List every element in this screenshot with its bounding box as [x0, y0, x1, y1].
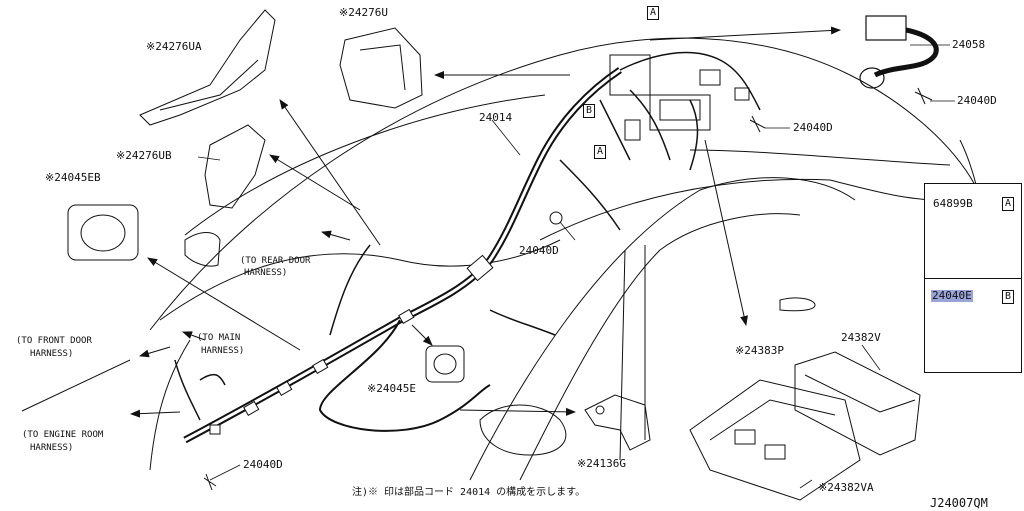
label-24136G: ※24136G [577, 457, 626, 470]
callout-main-line2: HARNESS) [201, 346, 245, 356]
label-24382V: 24382V [841, 331, 881, 344]
part-24383P-drawing [689, 379, 861, 501]
bolt-drawings [203, 87, 933, 491]
part-24045EB-drawing [67, 204, 139, 261]
label-24040D-mid: 24040D [793, 121, 833, 134]
label-24382VA: ※24382VA [818, 481, 874, 494]
legend-code-24040E: 24040E [931, 289, 973, 302]
part-24136G-drawing [584, 394, 651, 451]
callout-engine-room-line1: (TO ENGINE ROOM [22, 430, 104, 440]
legend-ref-b: B [1002, 290, 1014, 304]
part-24276U-drawing [339, 27, 423, 109]
marker-a-lower: A [594, 145, 606, 159]
legend-code-64899B: 64899B [933, 197, 973, 210]
pointer-arrows [130, 26, 841, 418]
label-24276UA: ※24276UA [146, 40, 202, 53]
leader-lines [197, 44, 955, 489]
label-24276U: ※24276U [339, 6, 388, 19]
label-24058: 24058 [952, 38, 986, 51]
label-24045E: ※24045E [367, 382, 416, 395]
callout-main-line1: (TO MAIN [197, 333, 241, 343]
junction-box-cluster [609, 54, 750, 141]
label-24040D-center: 24040D [519, 244, 559, 257]
main-harness-24014 [174, 51, 761, 444]
part-24382V-drawing [794, 351, 921, 456]
marker-a-top: A [647, 6, 659, 20]
legend-panel: 64899B A 24040E B [924, 183, 1022, 373]
callout-rear-door-line1: (TO REAR DOOR [240, 256, 311, 266]
legend-ref-a: A [1002, 197, 1014, 211]
callout-front-door-line1: (TO FRONT DOOR [16, 336, 92, 346]
callout-rear-door-line2: HARNESS) [244, 268, 288, 278]
part-24276UB-drawing [204, 124, 266, 209]
car-body-outline [21, 37, 981, 481]
legend-divider [925, 278, 1021, 279]
label-24040D-top: 24040D [957, 94, 997, 107]
label-24040D-bottom: 24040D [243, 458, 283, 471]
part-24276UA-drawing [139, 9, 276, 126]
callout-engine-room-line2: HARNESS) [30, 443, 74, 453]
part-24045E-drawing [425, 345, 465, 383]
label-24014: 24014 [479, 111, 513, 124]
label-24045EB: ※24045EB [45, 171, 101, 184]
diagram-id: J24007QM [930, 496, 988, 510]
callout-front-door-line2: HARNESS) [30, 349, 74, 359]
marker-b: B [583, 104, 595, 118]
part-24058-drawing [859, 15, 939, 89]
label-24383P: ※24383P [735, 344, 784, 357]
footnote: 注)※ 印は部品コード 24014 の構成を示します。 [352, 487, 586, 498]
label-24276UB: ※24276UB [116, 149, 172, 162]
